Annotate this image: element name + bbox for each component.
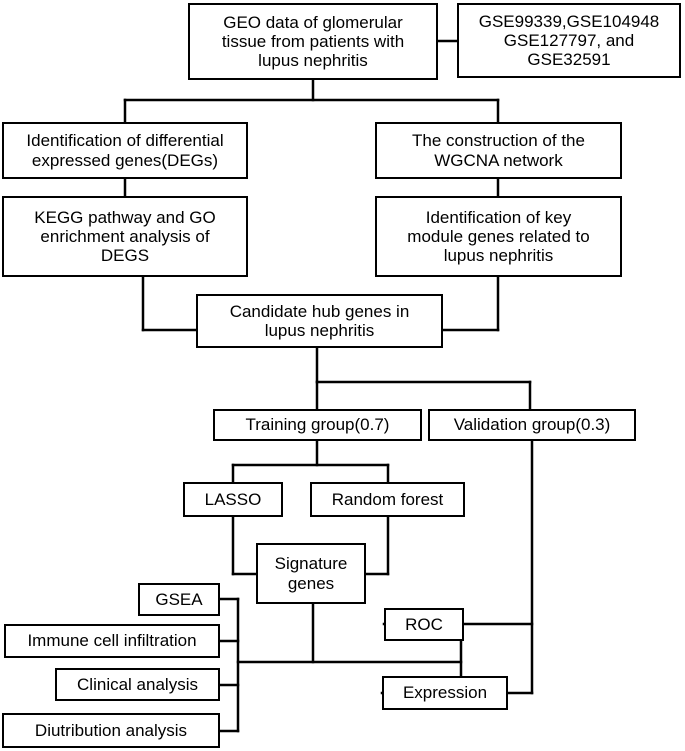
node-training-group: Training group(0.7) xyxy=(213,409,422,441)
node-validation-group: Validation group(0.3) xyxy=(428,409,636,441)
node-immune-cell-infiltration: Immune cell infiltration xyxy=(4,624,220,658)
node-identification-degs: Identification of differential expressed… xyxy=(2,122,248,179)
node-geo-data: GEO data of glomerular tissue from patie… xyxy=(188,3,438,80)
node-gse-datasets: GSE99339,GSE104948 GSE127797, and GSE325… xyxy=(457,3,681,78)
node-kegg-go-enrichment: KEGG pathway and GO enrichment analysis … xyxy=(2,196,248,277)
node-key-module-genes: Identification of key module genes relat… xyxy=(375,196,622,277)
node-wgcna-construction: The construction of the WGCNA network xyxy=(375,122,622,179)
node-candidate-hub-genes: Candidate hub genes in lupus nephritis xyxy=(196,294,443,348)
node-distribution-analysis: Diutribution analysis xyxy=(2,713,220,748)
node-roc: ROC xyxy=(384,608,464,641)
node-expression: Expression xyxy=(382,676,508,710)
node-random-forest: Random forest xyxy=(310,482,465,517)
node-clinical-analysis: Clinical analysis xyxy=(55,668,220,701)
node-lasso: LASSO xyxy=(183,482,283,517)
node-gsea: GSEA xyxy=(138,583,220,616)
node-signature-genes: Signature genes xyxy=(256,543,366,604)
